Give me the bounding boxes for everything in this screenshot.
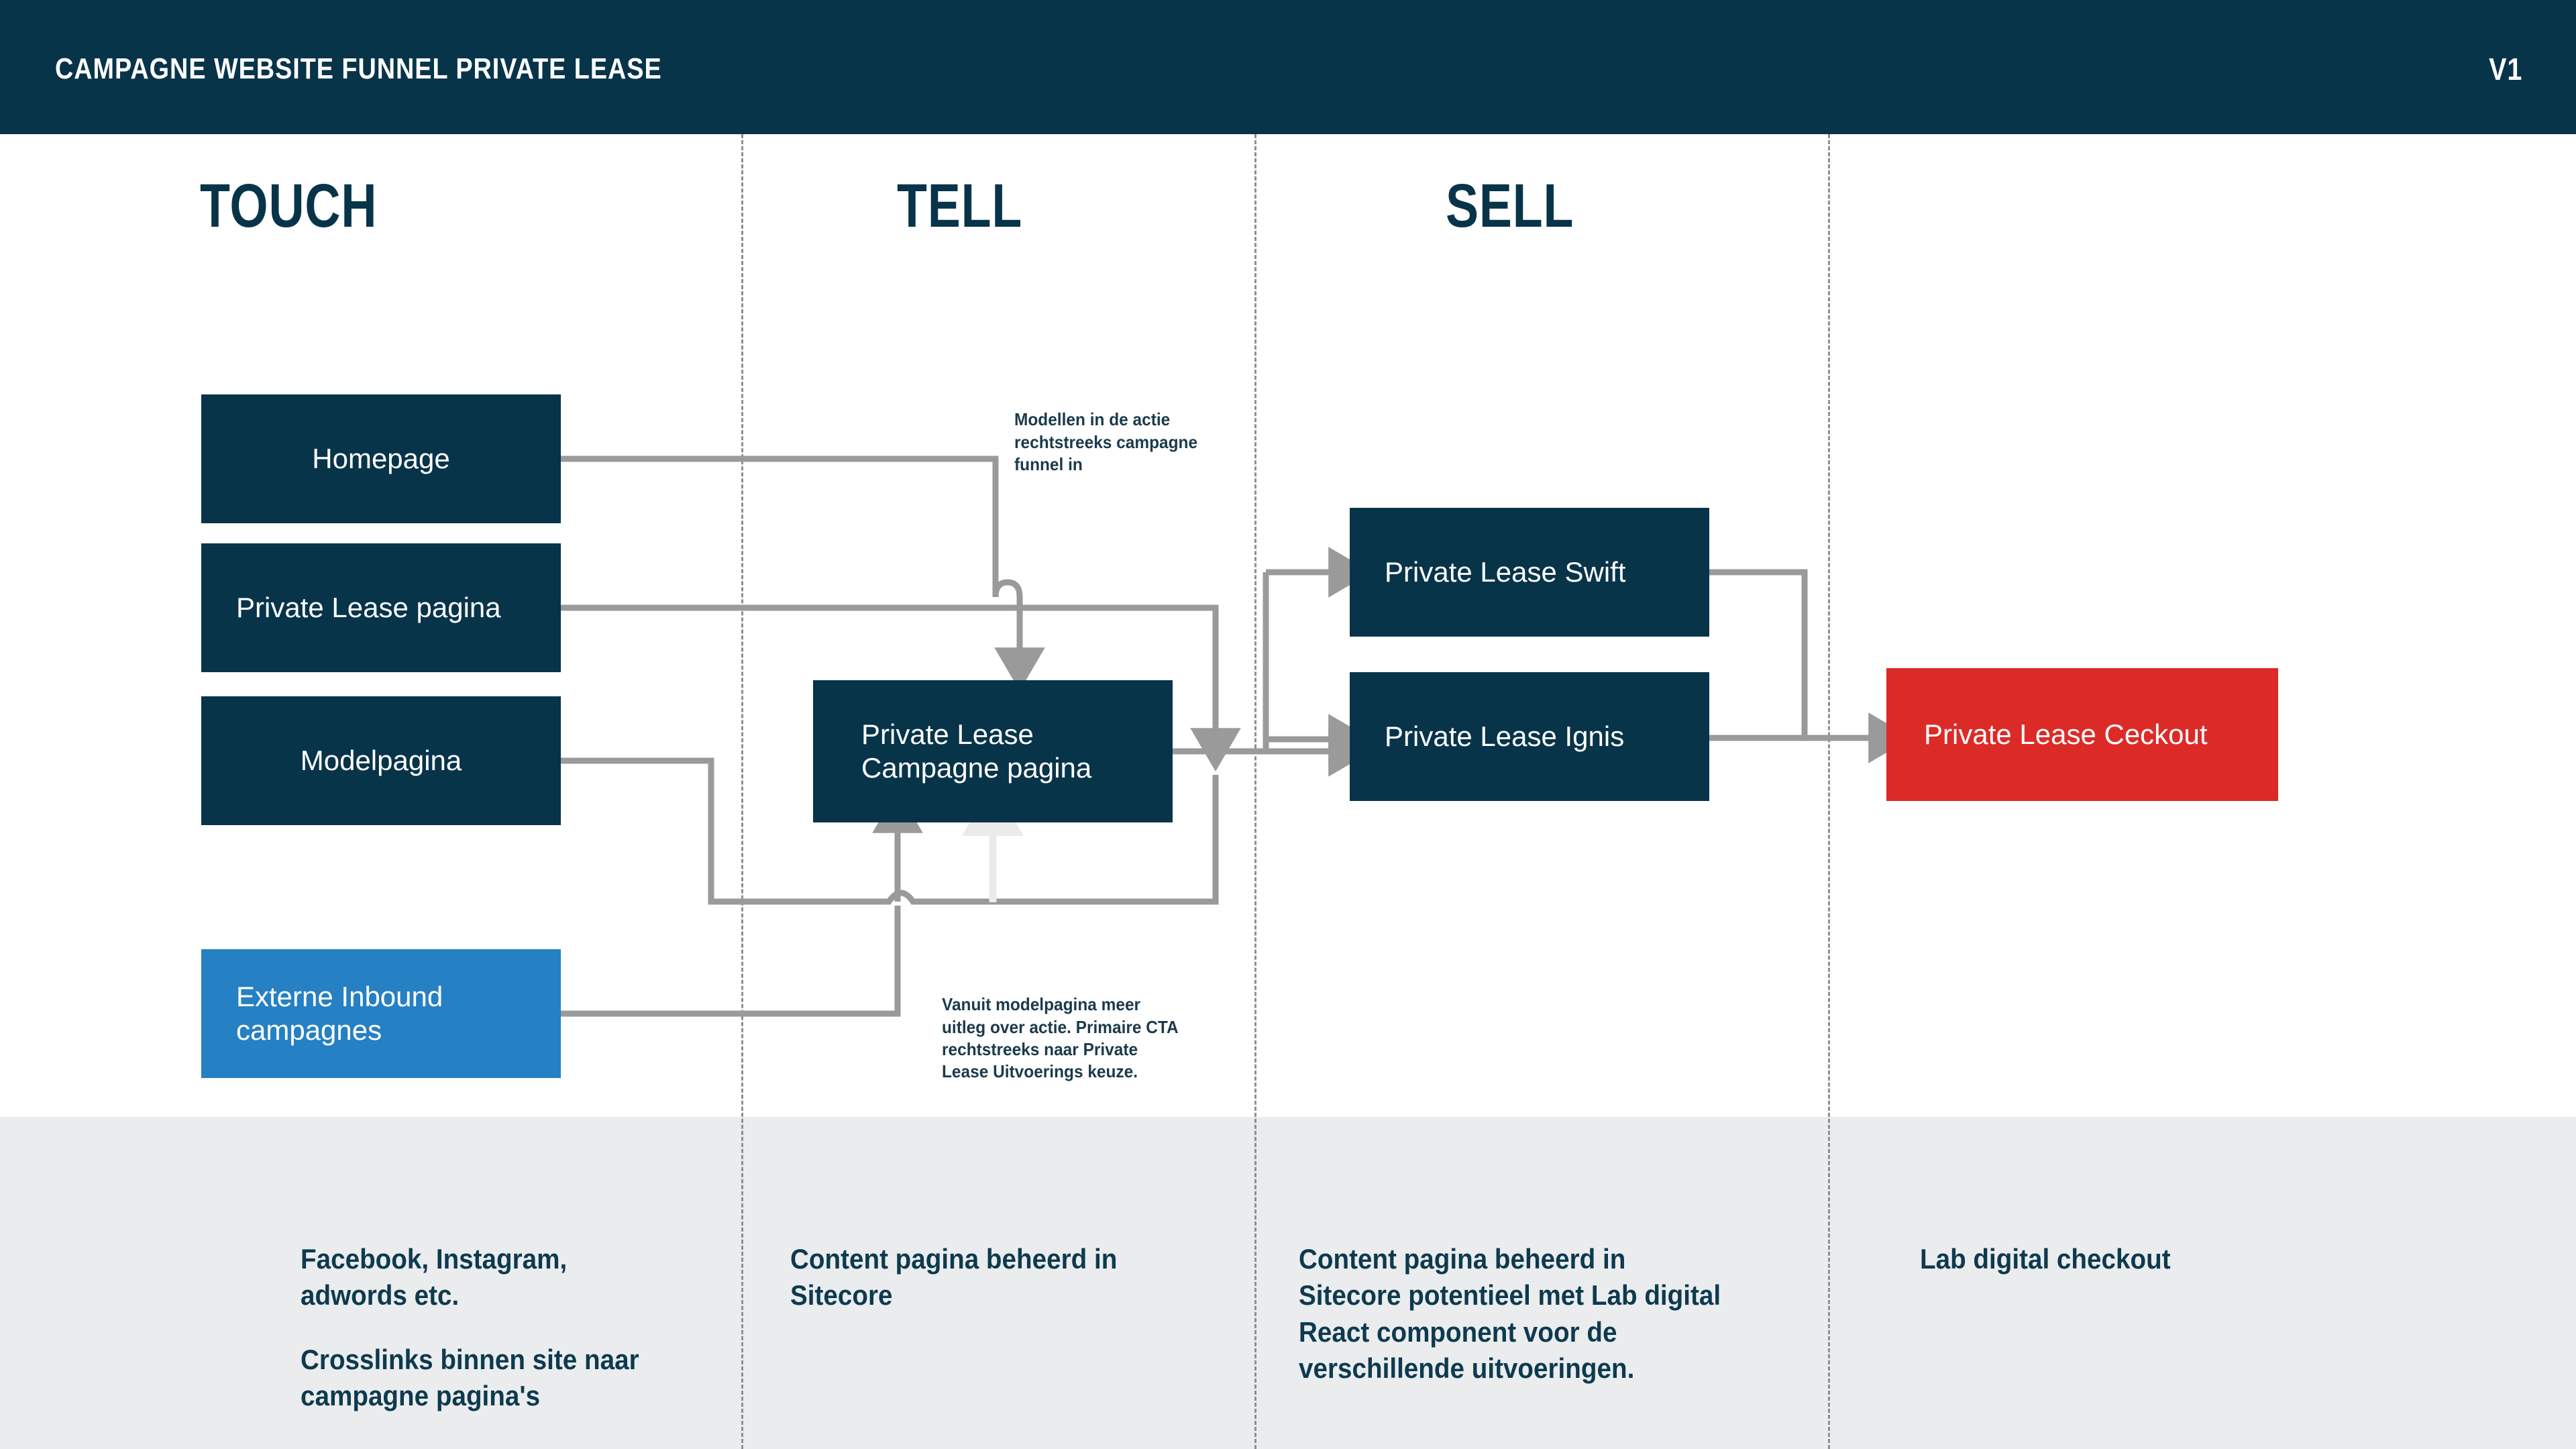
annotation-bottom: Vanuit modelpagina meer uitleg over acti… <box>942 971 1181 1083</box>
node-externe-inbound-campagnes[interactable]: Externe Inbound campagnes <box>201 949 561 1078</box>
node-private-lease-swift[interactable]: Private Lease Swift <box>1350 508 1709 637</box>
node-private-lease-swift-label: Private Lease Swift <box>1385 556 1626 588</box>
footer-note-touch-2-text: Crosslinks binnen site naar campagne pag… <box>301 1343 639 1412</box>
footer-note-tell: Content pagina beheerd in Sitecore <box>790 1204 1161 1314</box>
node-private-lease-ignis-label: Private Lease Ignis <box>1385 720 1625 753</box>
node-private-lease-checkout[interactable]: Private Lease Ceckout <box>1886 668 2278 801</box>
wire-swift-out <box>1707 569 1808 738</box>
footer-note-checkout: Lab digital checkout <box>1920 1204 2290 1277</box>
node-externe-inbound-campagnes-label: Externe Inbound campagnes <box>236 981 443 1046</box>
node-campagne-pagina-label: Private Lease Campagne pagina <box>861 718 1092 784</box>
footer-note-checkout-text: Lab digital checkout <box>1920 1242 2171 1275</box>
node-private-lease-pagina-label: Private Lease pagina <box>236 592 501 624</box>
footer-band <box>0 1117 2576 1449</box>
column-separator-sell-checkout <box>1828 134 1830 1449</box>
node-homepage-label: Homepage <box>312 443 450 475</box>
page-header: CAMPAGNE WEBSITE FUNNEL PRIVATE LEASE V1 <box>0 0 2576 134</box>
wire-campagne-to-sell-riser <box>1173 572 1269 755</box>
node-modelpagina[interactable]: Modelpagina <box>201 696 561 825</box>
annotation-top-text: Modellen in de actie rechtstreeks campag… <box>1014 409 1198 474</box>
footer-note-touch-1-text: Facebook, Instagram, adwords etc. <box>301 1242 568 1311</box>
stage-heading-tell: TELL <box>897 172 1023 240</box>
page-title: CAMPAGNE WEBSITE FUNNEL PRIVATE LEASE <box>55 52 662 85</box>
node-private-lease-ignis[interactable]: Private Lease Ignis <box>1350 672 1709 801</box>
footer-note-sell: Content pagina beheerd in Sitecore poten… <box>1299 1204 1731 1387</box>
annotation-top: Modellen in de actie rechtstreeks campag… <box>1014 386 1203 476</box>
annotation-bottom-text: Vanuit modelpagina meer uitleg over acti… <box>942 994 1178 1082</box>
footer-note-tell-text: Content pagina beheerd in Sitecore <box>790 1242 1118 1311</box>
footer-note-sell-text: Content pagina beheerd in Sitecore poten… <box>1299 1242 1721 1385</box>
column-separator-tell-sell <box>1254 134 1256 1449</box>
node-modelpagina-label: Modelpagina <box>300 745 462 777</box>
node-private-lease-pagina[interactable]: Private Lease pagina <box>201 543 561 672</box>
wire-externe-inbound-route <box>561 906 901 1017</box>
version-badge: V1 <box>2488 52 2522 87</box>
stage-heading-sell: SELL <box>1446 172 1574 240</box>
wire-homepage-to-campagne <box>561 455 1045 691</box>
footer-note-touch-1: Facebook, Instagram, adwords etc. <box>301 1204 634 1314</box>
node-homepage[interactable]: Homepage <box>201 394 561 523</box>
node-campagne-pagina[interactable]: Private Lease Campagne pagina <box>813 680 1173 822</box>
column-separator-touch-tell <box>741 134 743 1449</box>
stage-heading-touch: TOUCH <box>200 172 378 240</box>
node-private-lease-checkout-label: Private Lease Ceckout <box>1924 718 2208 751</box>
footer-note-touch-2: Crosslinks binnen site naar campagne pag… <box>301 1305 671 1415</box>
